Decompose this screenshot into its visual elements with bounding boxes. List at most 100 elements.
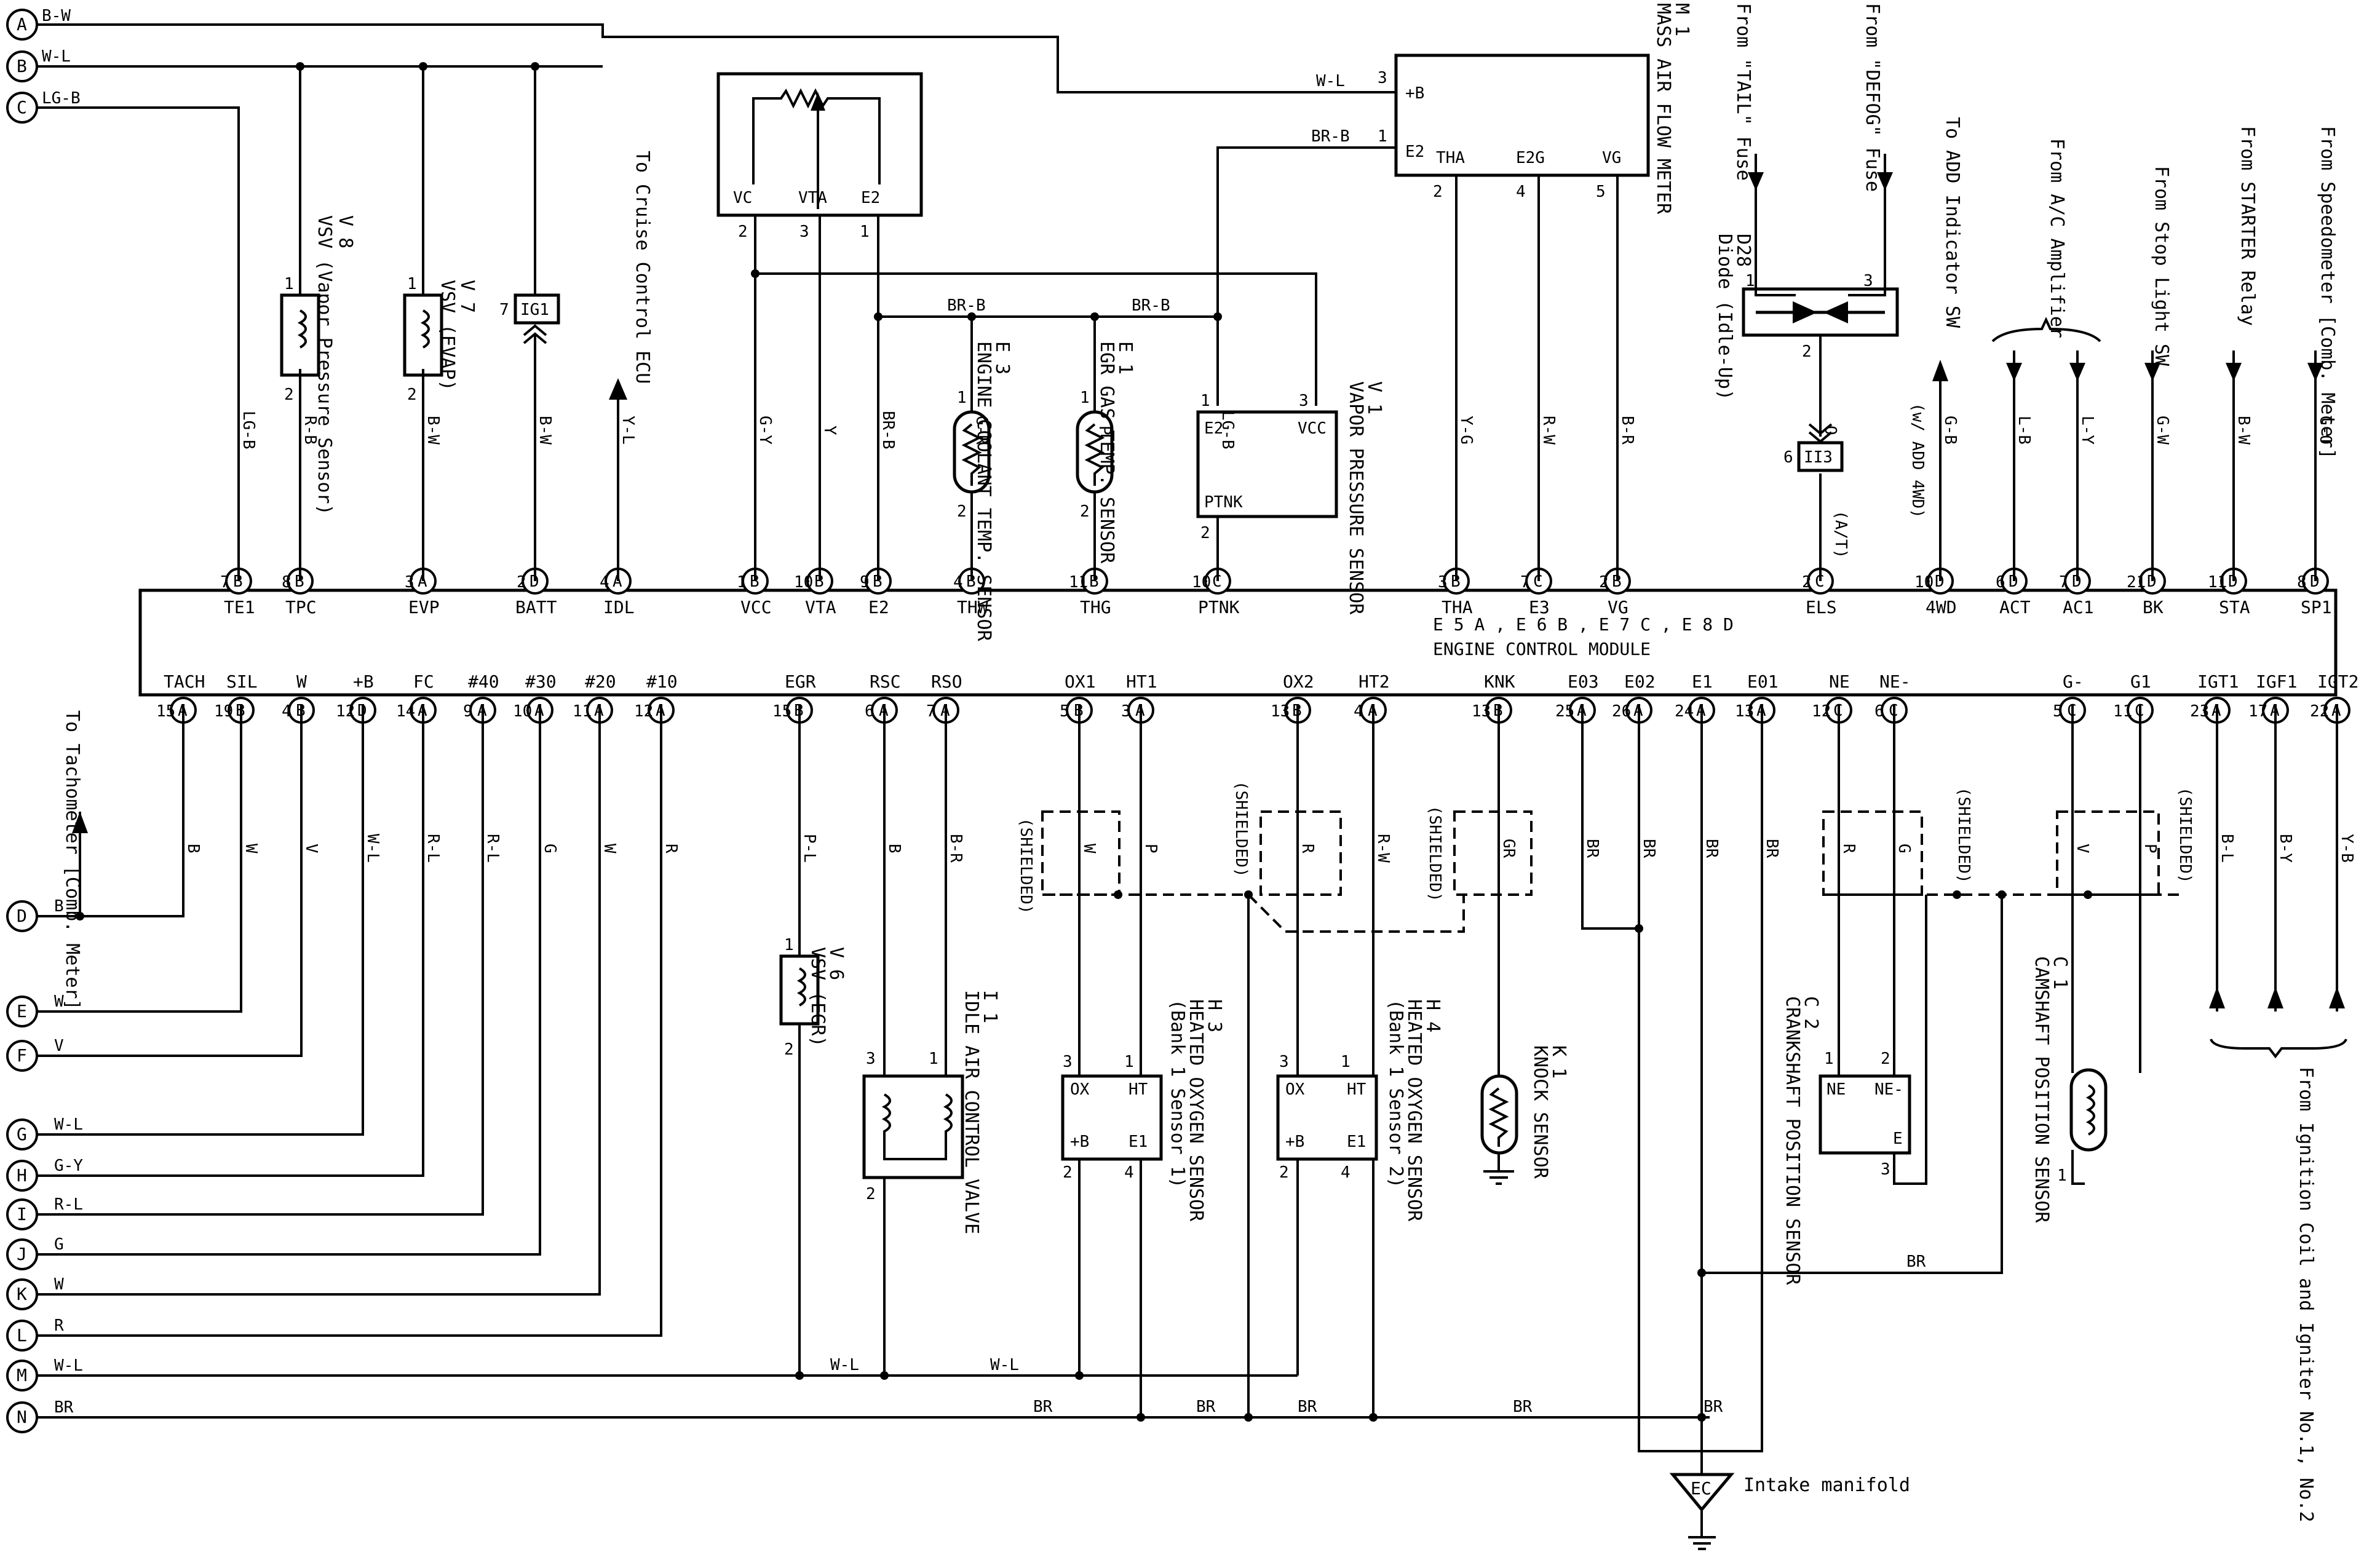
pin-number: 7 xyxy=(926,702,936,721)
pin-wire: G-B xyxy=(1941,416,1959,445)
pin-wire: W xyxy=(600,844,619,853)
pin-number: 5 xyxy=(1060,702,1069,721)
connector-letter: N xyxy=(17,1407,27,1427)
pin-number: 2 xyxy=(517,573,526,592)
cam-sensor-icon xyxy=(2069,1068,2108,1152)
pin-name: RSO xyxy=(931,671,962,692)
maf-e2-wire xyxy=(1216,146,1396,317)
crank-n1: 1 xyxy=(1824,1050,1834,1068)
pin-name: E03 xyxy=(1568,671,1599,692)
wire-label-j: G xyxy=(54,1235,64,1254)
shielded-label-3: (SHIELDED) xyxy=(1426,806,1444,902)
tach-wire xyxy=(80,704,184,917)
pin-name: TACH xyxy=(164,671,205,692)
maf-n1: 1 xyxy=(1378,127,1387,146)
ho2-2-e1: E1 xyxy=(1347,1133,1366,1151)
pin-wire: B-W xyxy=(424,416,442,445)
pin-number: 10 xyxy=(794,573,813,592)
pin-wire: Y-L xyxy=(619,416,637,445)
pin-number: 2 xyxy=(1802,573,1812,592)
pin-number: 4 xyxy=(1354,702,1363,721)
e01-wire xyxy=(1710,704,1763,1452)
pin-name: VTA xyxy=(805,597,836,617)
maf-tha-term: THA xyxy=(1436,149,1465,167)
egr-temp-pin2: 2 xyxy=(1080,502,1090,521)
pin-number: 4 xyxy=(953,573,963,592)
pin-wire: W-L xyxy=(363,834,382,863)
ho2-2-id: H 4 xyxy=(1422,999,1443,1032)
connector-letter: I xyxy=(17,1204,27,1224)
maf-output-wires xyxy=(1455,175,1619,581)
pin-number: 6 xyxy=(865,702,875,721)
wire-c-lg-b xyxy=(37,106,240,581)
pin-number: 4 xyxy=(600,573,609,592)
ho2-2-ox: OX xyxy=(1285,1080,1305,1099)
sp1-arrow-icon xyxy=(2307,363,2323,381)
diode-pin2: 2 xyxy=(1802,342,1812,361)
diode-name: Diode (Idle-Up) xyxy=(1714,234,1735,400)
pin-number: 3 xyxy=(1121,702,1131,721)
ho2-2-ht: HT xyxy=(1347,1080,1367,1099)
pin-wire: B-L xyxy=(2218,834,2236,863)
maf-e2-wire-label: BR-B xyxy=(1311,127,1350,146)
stop-light-label: From Stop Light SW xyxy=(2151,166,2172,366)
pin-wire: W xyxy=(242,844,260,853)
pin-wire: R xyxy=(662,844,680,853)
vsv-evap-box xyxy=(403,293,443,377)
shielded-label-5: (SHIELDED) xyxy=(2176,787,2194,884)
pin-wire: G xyxy=(1895,844,1913,853)
pin-name: #20 xyxy=(585,671,616,692)
maf-e2-term: E2 xyxy=(1405,143,1424,161)
ac-wires xyxy=(2013,350,2079,581)
pin-wire: B-W xyxy=(536,416,554,445)
vsv-vapor-pin2: 2 xyxy=(284,386,294,404)
pin-number: 2 xyxy=(1599,573,1609,592)
pin-wire: LG-B xyxy=(239,411,258,449)
pin-wire: Y xyxy=(820,426,839,435)
pin-wire: BR xyxy=(1702,839,1721,858)
pin-number: 3 xyxy=(1438,573,1448,592)
crank-n2: 2 xyxy=(1881,1050,1890,1068)
diode-pin1: 1 xyxy=(1745,272,1755,290)
junction-n4 xyxy=(1697,1413,1706,1422)
pin-name: W xyxy=(296,671,307,692)
junction-s2 xyxy=(1953,890,1961,899)
pin-number: 1 xyxy=(737,573,747,592)
pin-name: TPC xyxy=(285,597,317,617)
crank-name: CRANKSHAFT POSITION SENSOR xyxy=(1782,996,1803,1286)
ho2-2-box xyxy=(1276,1074,1378,1161)
bus-n-label: BR xyxy=(1906,1253,1926,1271)
pin-conn: B xyxy=(966,572,976,591)
bus-m-label: W-L xyxy=(830,1356,859,1374)
wire-label-n: BR xyxy=(54,1398,74,1417)
pin-number: 26 xyxy=(1612,702,1631,721)
pin-number: 10 xyxy=(513,702,532,721)
pin-conn: B xyxy=(750,572,760,591)
ii3-box xyxy=(1797,441,1844,472)
pin-conn: C xyxy=(1815,572,1825,591)
shielded-label-2: (SHIELDED) xyxy=(1232,781,1250,877)
maf-vg-term: VG xyxy=(1602,149,1621,167)
pin-conn: B xyxy=(873,572,883,591)
pin-wire: P xyxy=(2141,844,2159,853)
pin-wire: R-W xyxy=(1539,416,1558,445)
pin-number: 6 xyxy=(1996,573,2005,592)
iac-pin3: 3 xyxy=(866,1050,876,1068)
ho2-1-n1: 1 xyxy=(1124,1053,1134,1071)
connector-a: A xyxy=(6,9,38,41)
ecm-connector-note: E 5 A , E 6 B , E 7 C , E 8 D xyxy=(1433,614,1734,635)
crank-box xyxy=(1819,1074,1911,1155)
tachometer-label: To Tachometer [Comb. Meter] xyxy=(61,710,83,1010)
pin-wire: W xyxy=(1080,844,1098,853)
junction-s1 xyxy=(1114,890,1122,899)
pin-name: E01 xyxy=(1747,671,1779,692)
wire-label-d: B xyxy=(54,897,64,916)
egr-temp-pin1: 1 xyxy=(1080,389,1090,407)
pin-number: 10 xyxy=(1192,573,1211,592)
